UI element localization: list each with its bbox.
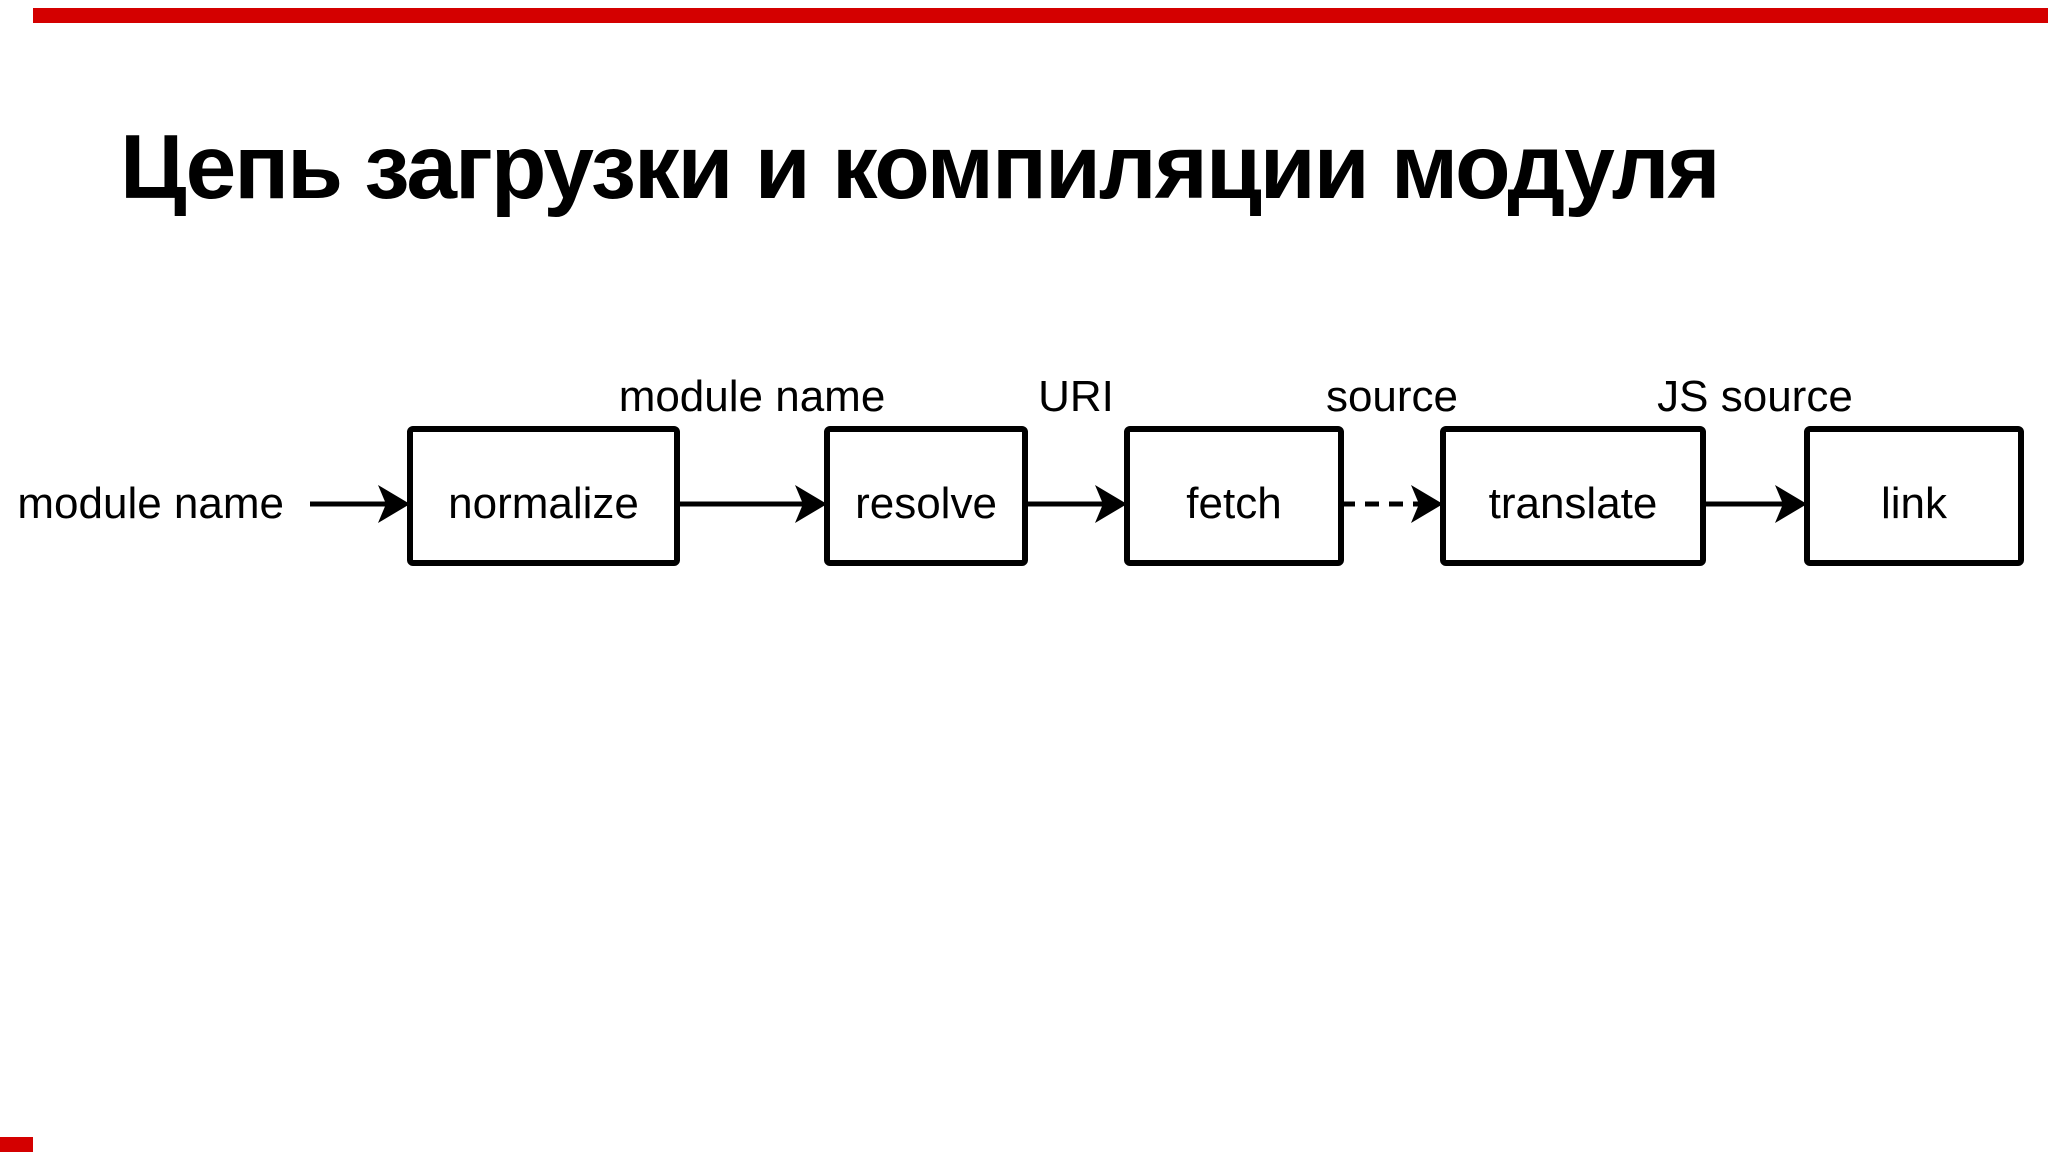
progress-bar-top [33,8,2048,23]
arrowhead-uri [1095,485,1127,523]
diagram-box-resolve [824,426,1028,566]
diagram-box-label-link: link [1881,479,1948,528]
diagram-box-label-translate: translate [1489,479,1658,528]
diagram-input-label: module name [17,479,284,528]
diagram-box-fetch [1124,426,1344,566]
progress-bar-bottom [0,1137,33,1152]
diagram-box-link [1804,426,2024,566]
arrowhead-js-source [1775,485,1807,523]
arrowhead-module-name [795,485,827,523]
diagram-box-label-fetch: fetch [1186,479,1281,528]
diagram-box-normalize [407,426,680,566]
edge-label-module-name: module name [619,372,886,421]
edge-label-source: source [1326,372,1458,421]
diagram-box-translate [1440,426,1706,566]
slide-title: Цепь загрузки и компиляции модуля [120,117,1721,218]
arrowhead-input [378,485,410,523]
diagram-box-label-normalize: normalize [448,479,639,528]
edge-label-uri: URI [1038,372,1114,421]
arrowhead-source [1411,485,1443,523]
edge-label-js-source: JS source [1657,372,1853,421]
diagram-box-label-resolve: resolve [855,479,997,528]
